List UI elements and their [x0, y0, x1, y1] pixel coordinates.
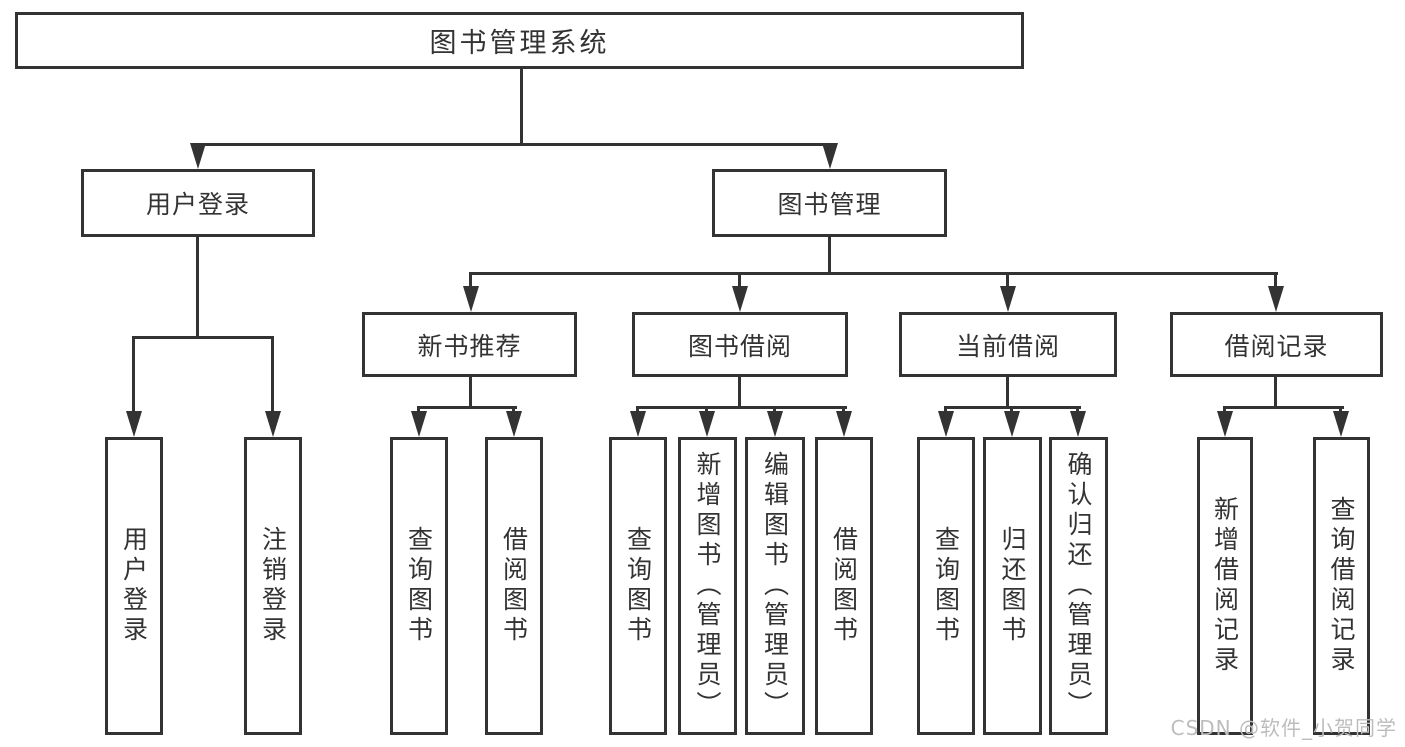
leaf-bb-edit-books-admin: 编辑图书（管理员）	[745, 437, 805, 735]
node-book-borrow: 图书借阅	[632, 312, 848, 377]
arrow-down-icon	[938, 411, 954, 437]
watermark: CSDN @软件_小贺同学	[1170, 716, 1397, 740]
node-new-book-recommend-label: 新书推荐	[417, 331, 522, 361]
connector-line	[469, 377, 472, 409]
leaf-br-add-record: 新增借阅记录	[1197, 437, 1253, 735]
leaf-br-add-record-label: 新增借阅记录	[1210, 496, 1240, 676]
leaf-bb-borrow-books-label: 借阅图书	[829, 526, 859, 646]
node-user-login-label: 用户登录	[145, 190, 250, 219]
arrow-down-icon	[1217, 411, 1233, 437]
leaf-bb-add-books-admin-label: 新增图书（管理员）	[693, 451, 722, 721]
leaf-nb-query-books-label: 查询图书	[404, 526, 434, 646]
leaf-bb-edit-books-admin-label: 编辑图书（管理员）	[760, 451, 790, 721]
connector-line	[1274, 272, 1277, 290]
arrow-down-icon	[506, 411, 522, 437]
connector-line	[1223, 406, 1226, 415]
connector-line	[738, 272, 741, 290]
leaf-br-query-record-label: 查询借阅记录	[1327, 496, 1356, 676]
connector-line	[132, 336, 274, 339]
node-borrow-records-label: 借阅记录	[1224, 331, 1329, 361]
connector-line	[1223, 406, 1344, 409]
leaf-cb-confirm-return-admin: 确认归还（管理员）	[1049, 437, 1108, 735]
arrow-down-icon	[836, 411, 852, 437]
connector-line	[520, 69, 523, 146]
leaf-user-login: 用户登录	[105, 437, 163, 735]
connector-line	[1339, 406, 1342, 415]
leaf-cb-return-books-label: 归还图书	[998, 526, 1027, 646]
connector-line	[470, 272, 1278, 275]
connector-line	[738, 377, 741, 409]
arrow-down-icon	[1333, 411, 1349, 437]
node-current-borrow-label: 当前借阅	[955, 331, 1060, 361]
connector-line	[196, 237, 199, 339]
arrow-down-icon	[265, 411, 281, 437]
arrow-down-icon	[463, 286, 479, 312]
node-user-login: 用户登录	[81, 169, 315, 237]
connector-line	[828, 237, 831, 275]
arrow-down-icon	[767, 411, 783, 437]
connector-line	[512, 406, 515, 415]
connector-line	[1010, 406, 1013, 415]
arrow-down-icon	[1004, 411, 1020, 437]
arrow-down-icon	[1000, 286, 1016, 312]
connector-line	[196, 143, 832, 146]
connector-line	[1006, 377, 1009, 409]
leaf-nb-borrow-books: 借阅图书	[485, 437, 543, 735]
connector-line	[636, 406, 639, 415]
connector-line	[417, 406, 420, 415]
leaf-logout: 注销登录	[244, 437, 302, 735]
leaf-bb-add-books-admin: 新增图书（管理员）	[678, 437, 737, 735]
connector-line	[1274, 377, 1277, 409]
node-book-management: 图书管理	[712, 169, 947, 237]
arrow-down-icon	[411, 411, 427, 437]
connector-line	[842, 406, 845, 415]
connector-line	[132, 336, 135, 414]
arrow-down-icon	[1268, 286, 1284, 312]
leaf-bb-query-books: 查询图书	[609, 437, 667, 735]
leaf-cb-return-books: 归还图书	[983, 437, 1042, 735]
leaf-bb-query-books-label: 查询图书	[623, 526, 653, 646]
connector-line	[636, 406, 847, 409]
leaf-br-query-record: 查询借阅记录	[1313, 437, 1370, 735]
leaf-logout-label: 注销登录	[258, 526, 288, 646]
connector-line	[773, 406, 776, 415]
arrow-down-icon	[630, 411, 646, 437]
node-new-book-recommend: 新书推荐	[362, 312, 577, 377]
leaf-cb-query-books-label: 查询图书	[931, 526, 961, 646]
node-root: 图书管理系统	[15, 12, 1024, 69]
connector-line	[1076, 406, 1079, 415]
leaf-nb-borrow-books-label: 借阅图书	[499, 526, 529, 646]
arrow-down-icon	[190, 143, 206, 169]
node-book-management-label: 图书管理	[777, 190, 882, 219]
connector-line	[1006, 272, 1009, 290]
leaf-cb-query-books: 查询图书	[917, 437, 975, 735]
connector-line	[417, 406, 517, 409]
arrow-down-icon	[126, 411, 142, 437]
node-borrow-records: 借阅记录	[1170, 312, 1383, 377]
connector-line	[705, 406, 708, 415]
arrow-down-icon	[732, 286, 748, 312]
arrow-down-icon	[1070, 411, 1086, 437]
leaf-nb-query-books: 查询图书	[390, 437, 448, 735]
leaf-cb-confirm-return-admin-label: 确认归还（管理员）	[1064, 451, 1093, 721]
connector-line	[469, 272, 472, 290]
leaf-user-login-label: 用户登录	[119, 526, 149, 646]
arrow-down-icon	[699, 411, 715, 437]
connector-line	[944, 406, 947, 415]
leaf-bb-borrow-books: 借阅图书	[815, 437, 873, 735]
arrow-down-icon	[822, 143, 838, 169]
node-current-borrow: 当前借阅	[899, 312, 1117, 377]
node-root-label: 图书管理系统	[429, 28, 610, 59]
node-book-borrow-label: 图书借阅	[687, 331, 792, 361]
connector-line	[271, 336, 274, 414]
